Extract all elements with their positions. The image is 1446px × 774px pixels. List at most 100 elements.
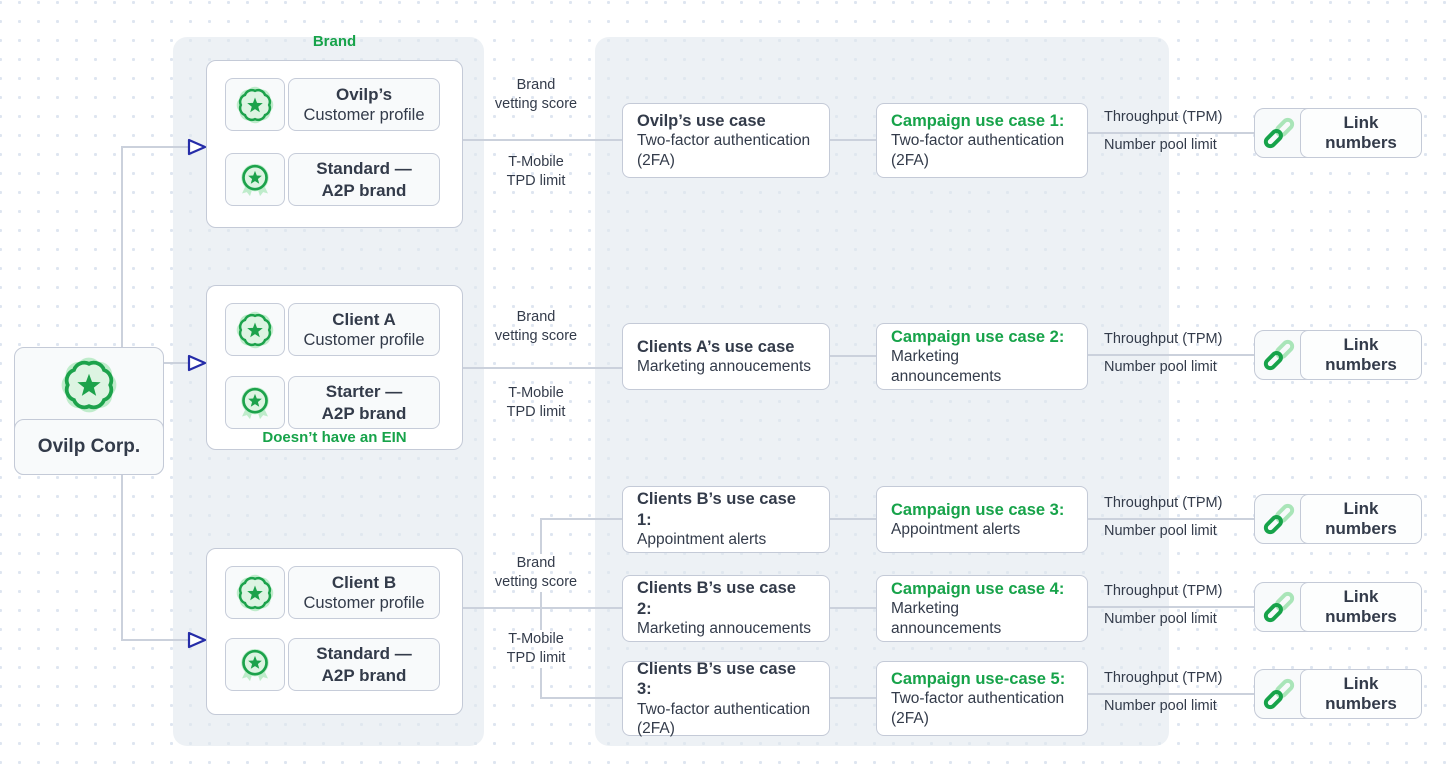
throughput-label: Throughput (TPM) [1104, 331, 1223, 347]
connector-line [540, 592, 542, 630]
a2p-brand-node: Standard — A2P brand [225, 153, 440, 206]
chain-link-icon [1262, 590, 1296, 624]
medal-ribbon-icon [239, 647, 270, 683]
use-case-desc: Two-factor authentication (2FA) [637, 700, 811, 738]
brand-icon-box [225, 638, 285, 691]
profile-label-box: Client A Customer profile [288, 303, 440, 356]
profile-icon-box [225, 78, 285, 131]
use-case-box-ovilp: Ovilp’s use case Two-factor authenticati… [622, 103, 830, 178]
use-case-desc: Marketing annoucements [637, 620, 812, 638]
brand-title: Standard — [316, 159, 412, 179]
link-numbers-node: Link numbers [1254, 108, 1422, 158]
connector-line [463, 607, 622, 609]
campaign-title: Campaign use-case 5: [891, 669, 1066, 688]
use-case-title: Clients A’s use case [637, 337, 795, 356]
brand-caption: Brand [312, 33, 357, 50]
use-case-box-client-b-2: Clients B’s use case 2: Marketing annouc… [622, 575, 830, 642]
use-case-box-client-b-3: Clients B’s use case 3: Two-factor authe… [622, 660, 830, 738]
brand-label-box: Standard — A2P brand [288, 638, 440, 691]
campaign-desc: Marketing announcements [891, 348, 1002, 385]
group-client-a-brand: Client A Customer profile Starter — A2P … [206, 285, 463, 450]
profile-subtitle: Customer profile [303, 330, 425, 349]
campaign-title: Campaign use case 2: [891, 327, 1065, 346]
use-case-box-client-a: Clients A’s use case Marketing annouceme… [622, 323, 830, 390]
use-case-desc: Appointment alerts [637, 531, 767, 549]
connector-line [1088, 693, 1254, 695]
throughput-label: Throughput (TPM) [1104, 583, 1223, 599]
brand-icon-box [225, 153, 285, 206]
connector-line [122, 146, 188, 148]
number-pool-label: Number pool limit [1104, 523, 1217, 539]
node-ovilp-corp: Ovilp Corp. [14, 347, 164, 475]
number-pool-label: Number pool limit [1104, 698, 1217, 714]
connector-line [830, 355, 876, 357]
chain-link-icon [1262, 116, 1296, 150]
campaign-title: Campaign use case 1: [891, 111, 1065, 130]
brand-subtitle: A2P brand [321, 665, 407, 685]
brand-subtitle: A2P brand [321, 403, 407, 423]
connector-line [541, 518, 622, 520]
brand-label-box: Standard — A2P brand [288, 153, 440, 206]
link-numbers-node: Link numbers [1254, 494, 1422, 544]
customer-profile-node: Client A Customer profile [225, 303, 440, 356]
campaign-box-5: Campaign use-case 5: Two-factor authenti… [876, 661, 1088, 736]
link-numbers-label: Link numbers [1300, 494, 1422, 544]
customer-profile-node: Client B Customer profile [225, 566, 440, 619]
connector-line [1088, 518, 1254, 520]
no-ein-note: Doesn’t have an EIN [262, 429, 407, 446]
brand-subtitle: A2P brand [321, 180, 407, 200]
connector-line [122, 639, 188, 641]
profile-title: Client B [331, 572, 397, 592]
profile-title: Client A [332, 309, 396, 329]
campaign-box-2: Campaign use case 2: Marketing announcem… [876, 323, 1088, 390]
number-pool-label: Number pool limit [1104, 137, 1217, 153]
campaign-title: Campaign use case 3: [891, 500, 1065, 519]
arrow-right-icon [187, 138, 207, 156]
chain-link-icon [1262, 677, 1296, 711]
throughput-label: Throughput (TPM) [1104, 109, 1223, 125]
campaign-desc: Two-factor authentication (2FA) [891, 132, 1065, 169]
tmobile-tpd-limit-label: T-Mobile TPD limit [506, 631, 566, 666]
profile-icon-box [225, 303, 285, 356]
connector-line [463, 367, 622, 369]
campaign-box-3: Campaign use case 3: Appointment alerts [876, 486, 1088, 553]
link-numbers-label: Link numbers [1300, 108, 1422, 158]
tmobile-tpd-limit-label: T-Mobile TPD limit [506, 385, 566, 420]
seal-badge-icon [230, 568, 280, 617]
tmobile-tpd-limit-label: T-Mobile TPD limit [506, 154, 566, 189]
a2p-brand-node: Starter — A2P brand [225, 376, 440, 429]
customer-profile-node: Ovilp’s Customer profile [225, 78, 440, 131]
link-numbers-node: Link numbers [1254, 582, 1422, 632]
use-case-box-client-b-1: Clients B’s use case 1: Appointment aler… [622, 486, 830, 553]
campaign-title: Campaign use case 4: [891, 579, 1065, 598]
medal-ribbon-icon [239, 162, 270, 198]
profile-icon-box [225, 566, 285, 619]
number-pool-label: Number pool limit [1104, 359, 1217, 375]
campaign-desc: Two-factor authentication (2FA) [891, 690, 1065, 727]
use-case-title: Ovilp’s use case [637, 111, 766, 130]
group-ovilp-brand: Ovilp’s Customer profile Standard — A2P … [206, 60, 463, 228]
brand-vetting-score-label: Brand vetting score [494, 77, 578, 112]
connector-line [540, 668, 542, 699]
connector-line [540, 518, 542, 554]
arrow-right-icon [187, 354, 207, 372]
a2p-brand-node: Standard — A2P brand [225, 638, 440, 691]
throughput-label: Throughput (TPM) [1104, 670, 1223, 686]
chain-link-icon [1262, 338, 1296, 372]
medal-ribbon-icon [239, 385, 270, 420]
profile-subtitle: Customer profile [303, 105, 425, 124]
seal-badge-icon [230, 80, 280, 129]
use-case-title: Clients B’s use case 1: [637, 490, 796, 529]
use-case-desc: Marketing annoucements [637, 358, 812, 376]
seal-badge-icon [230, 305, 280, 354]
root-label: Ovilp Corp. [14, 419, 164, 475]
number-pool-label: Number pool limit [1104, 611, 1217, 627]
connector-line [830, 518, 876, 520]
profile-label-box: Ovilp’s Customer profile [288, 78, 440, 131]
group-client-b-brand: Client B Customer profile Standard — A2P… [206, 548, 463, 715]
link-numbers-label: Link numbers [1300, 582, 1422, 632]
brand-title: Starter — [325, 382, 403, 402]
arrow-right-icon [187, 631, 207, 649]
connector-line [1088, 606, 1254, 608]
